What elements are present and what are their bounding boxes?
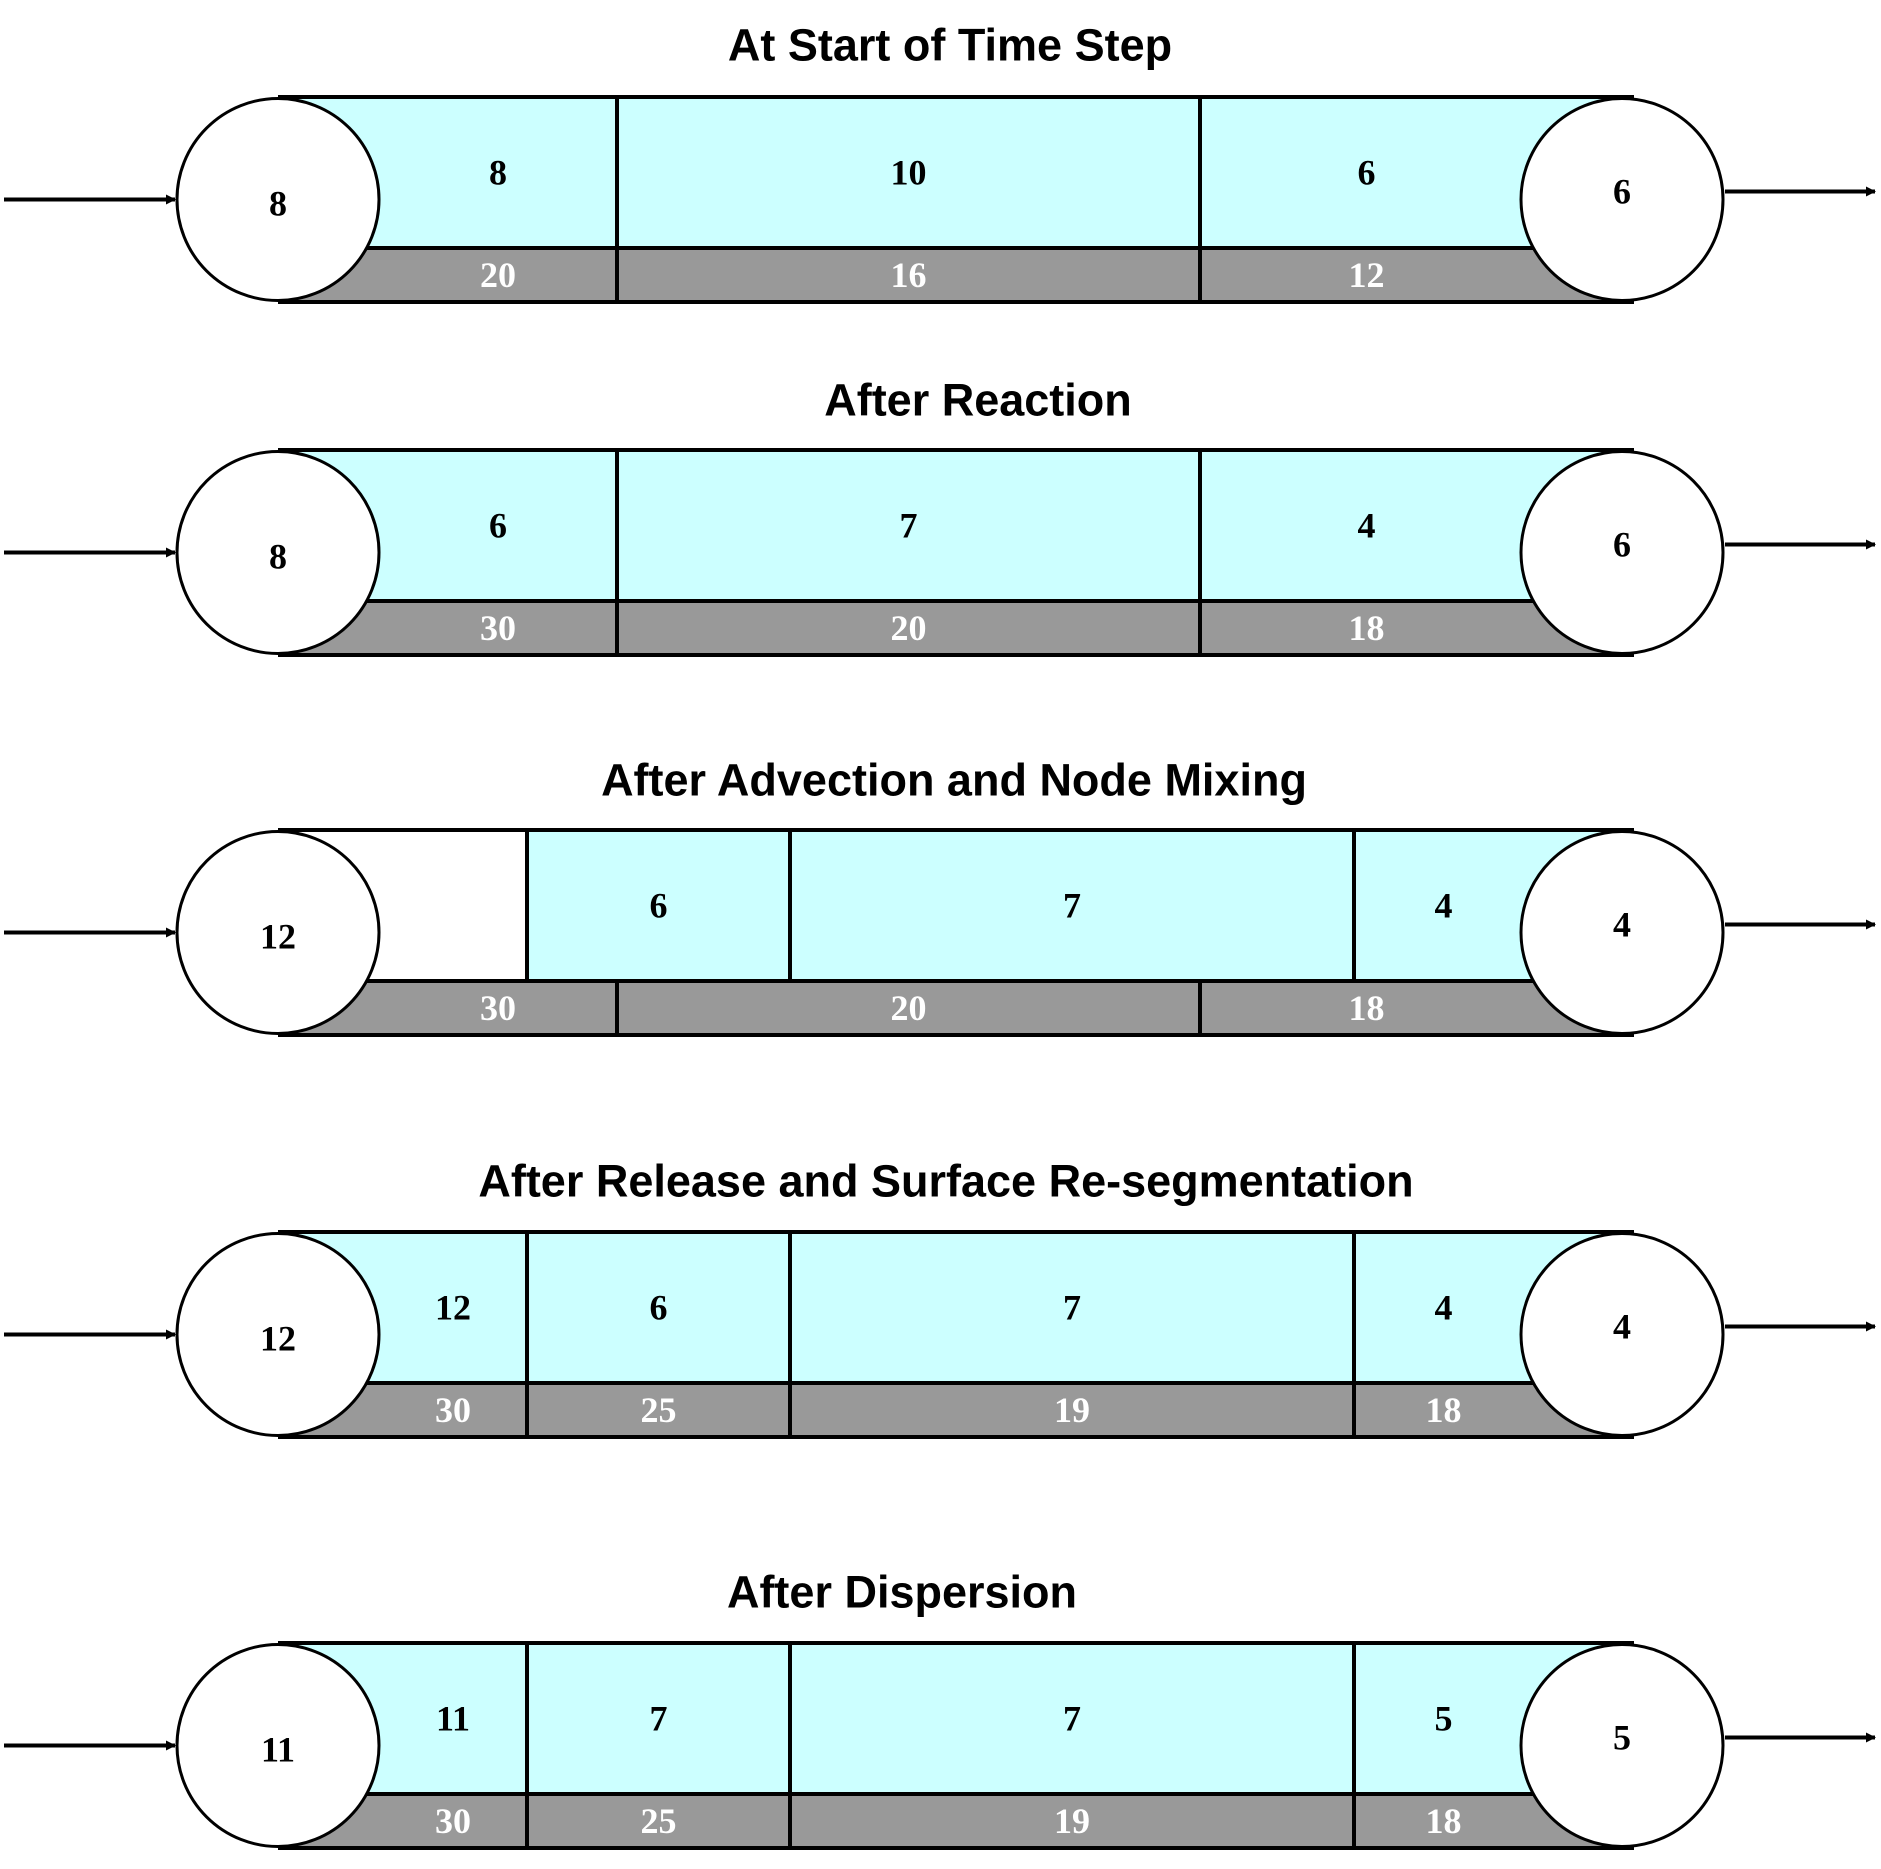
upstream-node-value: 12 <box>260 917 296 957</box>
wall-value: 19 <box>1054 1801 1090 1841</box>
segment-value: 7 <box>1063 1699 1081 1739</box>
wall-value: 25 <box>641 1390 677 1430</box>
pipe-wall <box>278 1794 1634 1848</box>
panel-title: At Start of Time Step <box>728 20 1172 71</box>
wall-value: 30 <box>435 1390 471 1430</box>
upstream-node <box>175 1232 381 1437</box>
downstream-node <box>1519 1232 1725 1437</box>
wall-value: 30 <box>435 1801 471 1841</box>
wall-value: 18 <box>1349 608 1385 648</box>
segment-value: 12 <box>435 1288 471 1328</box>
upstream-node-value: 8 <box>269 184 287 224</box>
wall-value: 12 <box>1349 255 1385 295</box>
segment-value: 7 <box>900 506 918 546</box>
wall-value: 18 <box>1426 1801 1462 1841</box>
wall-value: 19 <box>1054 1390 1090 1430</box>
water-segment <box>617 450 1200 601</box>
segment-value: 5 <box>1435 1699 1453 1739</box>
wall-value: 20 <box>480 255 516 295</box>
downstream-node-value: 6 <box>1613 172 1631 212</box>
segment-value: 11 <box>436 1699 470 1739</box>
downstream-node-value: 5 <box>1613 1718 1631 1758</box>
panel-2: After Reaction 6 7 4 30 20 18 8 6 <box>4 375 1876 657</box>
wall-value: 18 <box>1349 988 1385 1028</box>
water-segment <box>617 97 1200 248</box>
water-segment <box>790 1643 1354 1794</box>
segment-value: 4 <box>1358 506 1376 546</box>
segment-value: 6 <box>650 886 668 926</box>
pipe-wall <box>278 981 1634 1035</box>
wall-value: 30 <box>480 608 516 648</box>
panel-title: After Reaction <box>824 375 1132 426</box>
wall-value: 18 <box>1426 1390 1462 1430</box>
panel-3: After Advection and Node Mixing 6 7 4 30 20 18… <box>4 755 1876 1037</box>
upstream-node <box>175 97 381 302</box>
pipe-wall <box>278 248 1634 302</box>
upstream-node <box>175 1643 381 1848</box>
panel-5: After Dispersion 11 7 7 5 30 25 19 18 11 5 <box>4 1567 1876 1850</box>
panel-title: After Release and Surface Re-segmentatio… <box>478 1156 1413 1207</box>
segment-value: 8 <box>489 153 507 193</box>
wall-value: 20 <box>891 608 927 648</box>
downstream-node-value: 6 <box>1613 525 1631 565</box>
segment-value: 4 <box>1435 1288 1453 1328</box>
segment-value: 6 <box>489 506 507 546</box>
upstream-node-value: 12 <box>260 1319 296 1359</box>
wall-value: 25 <box>641 1801 677 1841</box>
panel-title: After Advection and Node Mixing <box>601 755 1307 806</box>
wall-value: 16 <box>891 255 927 295</box>
water-segment <box>527 1643 790 1794</box>
upstream-node-value: 8 <box>269 537 287 577</box>
pipe-wall <box>278 1383 1634 1437</box>
downstream-node <box>1519 97 1725 302</box>
segment-value: 7 <box>1063 886 1081 926</box>
water-segment <box>790 830 1354 981</box>
downstream-node <box>1519 450 1725 655</box>
wall-value: 20 <box>891 988 927 1028</box>
pipe-wall <box>278 601 1634 655</box>
segment-value: 10 <box>891 153 927 193</box>
segment-value: 7 <box>1063 1288 1081 1328</box>
panel-title: After Dispersion <box>727 1567 1077 1618</box>
water-segment <box>527 830 790 981</box>
segment-value: 6 <box>650 1288 668 1328</box>
segment-value: 7 <box>650 1699 668 1739</box>
segment-value: 6 <box>1358 153 1376 193</box>
downstream-node-value: 4 <box>1613 1307 1631 1347</box>
wall-value: 30 <box>480 988 516 1028</box>
panel-1: At Start of Time Step 8 10 6 20 16 12 8 6 <box>4 20 1876 304</box>
downstream-node <box>1519 830 1725 1035</box>
water-segment <box>790 1232 1354 1383</box>
downstream-node-value: 4 <box>1613 905 1631 945</box>
upstream-node <box>175 830 381 1035</box>
downstream-node <box>1519 1643 1725 1848</box>
upstream-node <box>175 450 381 655</box>
panel-4: After Release and Surface Re-segmentatio… <box>4 1156 1876 1439</box>
water-segment <box>527 1232 790 1383</box>
upstream-node-value: 11 <box>261 1730 295 1770</box>
segment-value: 4 <box>1435 886 1453 926</box>
